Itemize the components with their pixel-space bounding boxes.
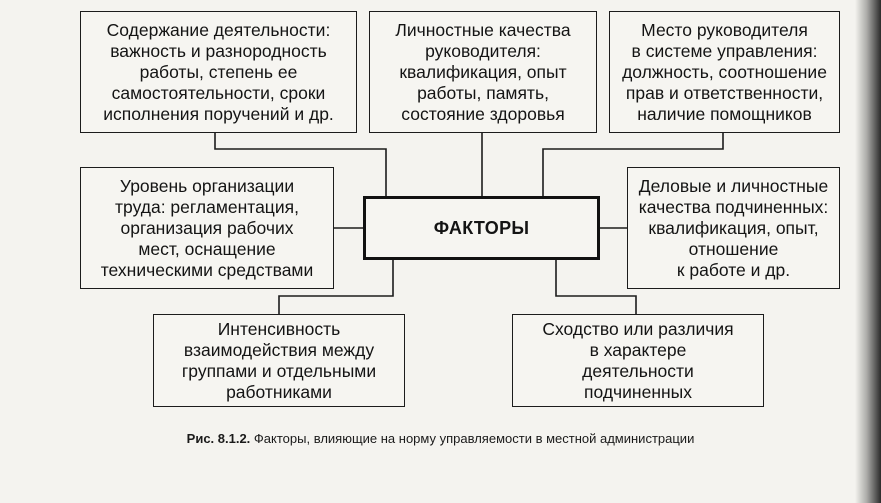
factor-manager-place-box: Место руководителя в системе управления:…: [609, 11, 840, 133]
factor-personal-qualities-box: Личностные качества руководителя: квалиф…: [369, 11, 597, 133]
figure-caption: Рис. 8.1.2. Факторы, влияющие на норму у…: [0, 431, 881, 446]
center-factors-box: ФАКТОРЫ: [363, 196, 600, 260]
figure-caption-label: Рис. 8.1.2.: [186, 431, 251, 446]
factor-labor-organization-box: Уровень организации труда: регламентация…: [80, 167, 334, 289]
factor-activity-similarity-box: Сходство или различия в характере деятел…: [512, 314, 764, 407]
factor-activity-content-box: Содержание деятельности: важность и разн…: [80, 11, 357, 133]
page-edge-shadow: [855, 0, 881, 503]
factor-subordinate-qualities-box: Деловые и личностные качества подчиненны…: [627, 167, 840, 289]
factor-interaction-intensity-box: Интенсивность взаимодействия между групп…: [153, 314, 405, 407]
figure-caption-text: Факторы, влияющие на норму управляемости…: [250, 431, 695, 446]
